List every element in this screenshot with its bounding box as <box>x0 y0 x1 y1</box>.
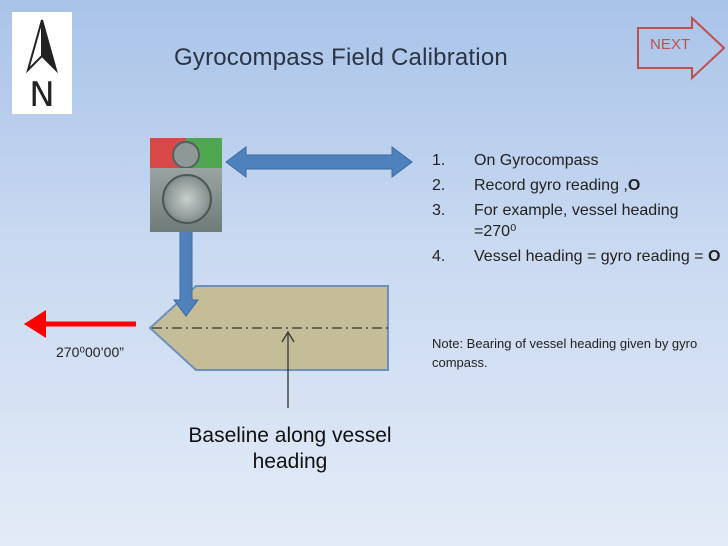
step-number: 4. <box>432 248 446 265</box>
list-item: 2. Record gyro reading ,O <box>432 175 722 196</box>
list-item: 3. For example, vessel heading =270⁰ <box>432 200 722 242</box>
north-letter: N <box>29 75 55 115</box>
step-text: On Gyrocompass <box>474 152 599 169</box>
next-button[interactable]: NEXT <box>636 16 726 82</box>
list-item: 1. On Gyrocompass <box>432 150 722 171</box>
step-number: 3. <box>432 202 446 219</box>
step-text: For example, vessel heading =270⁰ <box>474 202 679 240</box>
next-arrow-shape <box>637 16 726 81</box>
step-text: Record gyro reading ,O <box>474 177 641 194</box>
step-number: 1. <box>432 152 446 169</box>
steps-list: 1. On Gyrocompass 2. Record gyro reading… <box>432 150 722 271</box>
gyrocompass-device-icon <box>150 138 222 232</box>
baseline-caption: Baseline along vessel heading <box>188 424 392 473</box>
north-arrow-icon <box>26 19 58 74</box>
heading-value-label: 270⁰00’00” <box>56 344 124 360</box>
gyro-small-dial <box>172 141 200 169</box>
list-item: 4. Vessel heading = gyro reading = O <box>432 246 722 267</box>
page-title: Gyrocompass Field Calibration <box>174 44 508 71</box>
step-text: Vessel heading = gyro reading = O <box>474 248 721 265</box>
gyro-main-dial <box>162 174 212 224</box>
step-number: 2. <box>432 177 446 194</box>
gyro-body <box>150 168 222 232</box>
vessel-shape <box>148 285 389 371</box>
heading-arrow-head <box>24 310 46 338</box>
horizontal-double-arrow-icon <box>225 146 413 178</box>
pointer-head <box>281 330 295 343</box>
next-label: NEXT <box>650 36 691 53</box>
north-arrow-panel: N <box>12 12 72 114</box>
note-text: Note: Bearing of vessel heading given by… <box>432 336 698 370</box>
